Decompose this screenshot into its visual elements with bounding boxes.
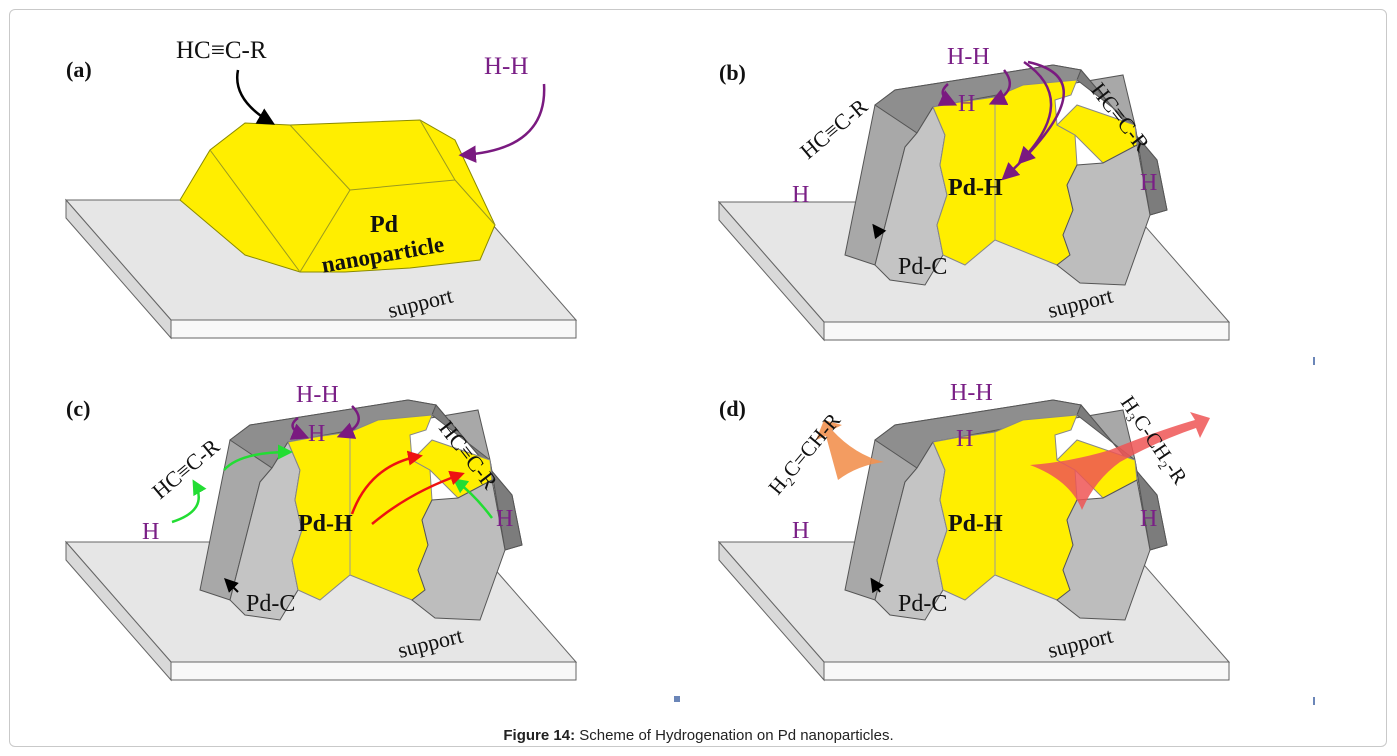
h-left-label-d: H — [792, 518, 809, 544]
h-left-label-b: H — [792, 182, 809, 208]
hydrogen-label-d: H-H — [950, 380, 993, 406]
panel-tag-c: (c) — [66, 396, 90, 421]
pd-nanoparticle-solid — [179, 119, 496, 273]
alkyne-left-label-b: HC≡C-R — [795, 93, 872, 164]
hydrogen-label-a: H-H — [484, 53, 528, 80]
panel-b: (b) H-H H HC≡C-R HC≡C-R H H Pd-H Pd-C su… — [718, 44, 1230, 341]
hydride-arrows-c — [350, 450, 465, 525]
h-atom-top-c: H — [308, 421, 325, 447]
artifact-mark — [1313, 357, 1315, 365]
hydrogen-label-b: H-H — [947, 44, 990, 70]
alkyne-label-a: HC≡C-R — [176, 37, 267, 64]
hydride-label-d: Pd-H — [948, 511, 1003, 537]
artifact-mark — [674, 696, 680, 702]
carbide-label-b: Pd-C — [898, 254, 947, 280]
h-right-label-b: H — [1140, 170, 1157, 196]
h-atom-top-d: H — [956, 426, 973, 452]
panel-c: (c) H-H H HC≡C-R HC≡C-R H H Pd-H Pd-C su… — [65, 382, 577, 681]
panel-a: (a) HC≡C-R H-H Pd nanoparticle support — [65, 37, 577, 339]
hydrogen-label-c: H-H — [296, 382, 339, 408]
carbide-label-d: Pd-C — [898, 591, 947, 617]
h-left-label-c: H — [142, 519, 159, 545]
figure-caption-text: Scheme of Hydrogenation on Pd nanopartic… — [575, 727, 894, 744]
hydride-label-c: Pd-H — [298, 511, 353, 537]
alkyne-left-label-c: HC≡C-R — [147, 433, 224, 504]
h-right-label-c: H — [496, 506, 513, 532]
hydrogen-dissociation-arrows-c — [289, 405, 360, 440]
alkane-release-arrow-d — [1030, 412, 1210, 510]
alkene-release-arrow-d — [816, 420, 884, 480]
panel-tag-b: (b) — [719, 60, 746, 85]
h-atom-top-b: H — [958, 91, 975, 117]
particle-label-line1-a: Pd — [370, 212, 399, 238]
carbide-pointer-b — [872, 223, 887, 240]
carbide-pointer-d — [870, 577, 885, 594]
figure-caption-label: Figure 14: — [503, 727, 576, 744]
h-right-label-d: H — [1140, 506, 1157, 532]
panel-d: (d) H-H H H H Pd-H Pd-C support H₂C=CH-R… — [718, 380, 1230, 681]
alkyne-arrow-a — [235, 69, 276, 125]
carbide-pointer-c — [224, 578, 239, 593]
artifact-mark — [1313, 697, 1315, 705]
hydride-label-b: Pd-H — [948, 175, 1003, 201]
carbide-label-c: Pd-C — [246, 591, 295, 617]
hydrogen-arrow-a — [458, 83, 546, 163]
panel-tag-d: (d) — [719, 396, 746, 421]
panel-tag-a: (a) — [66, 57, 92, 82]
hydrogen-dissociation-arrows-b — [937, 60, 1065, 181]
figure-caption: Figure 14: Scheme of Hydrogenation on Pd… — [0, 727, 1397, 744]
